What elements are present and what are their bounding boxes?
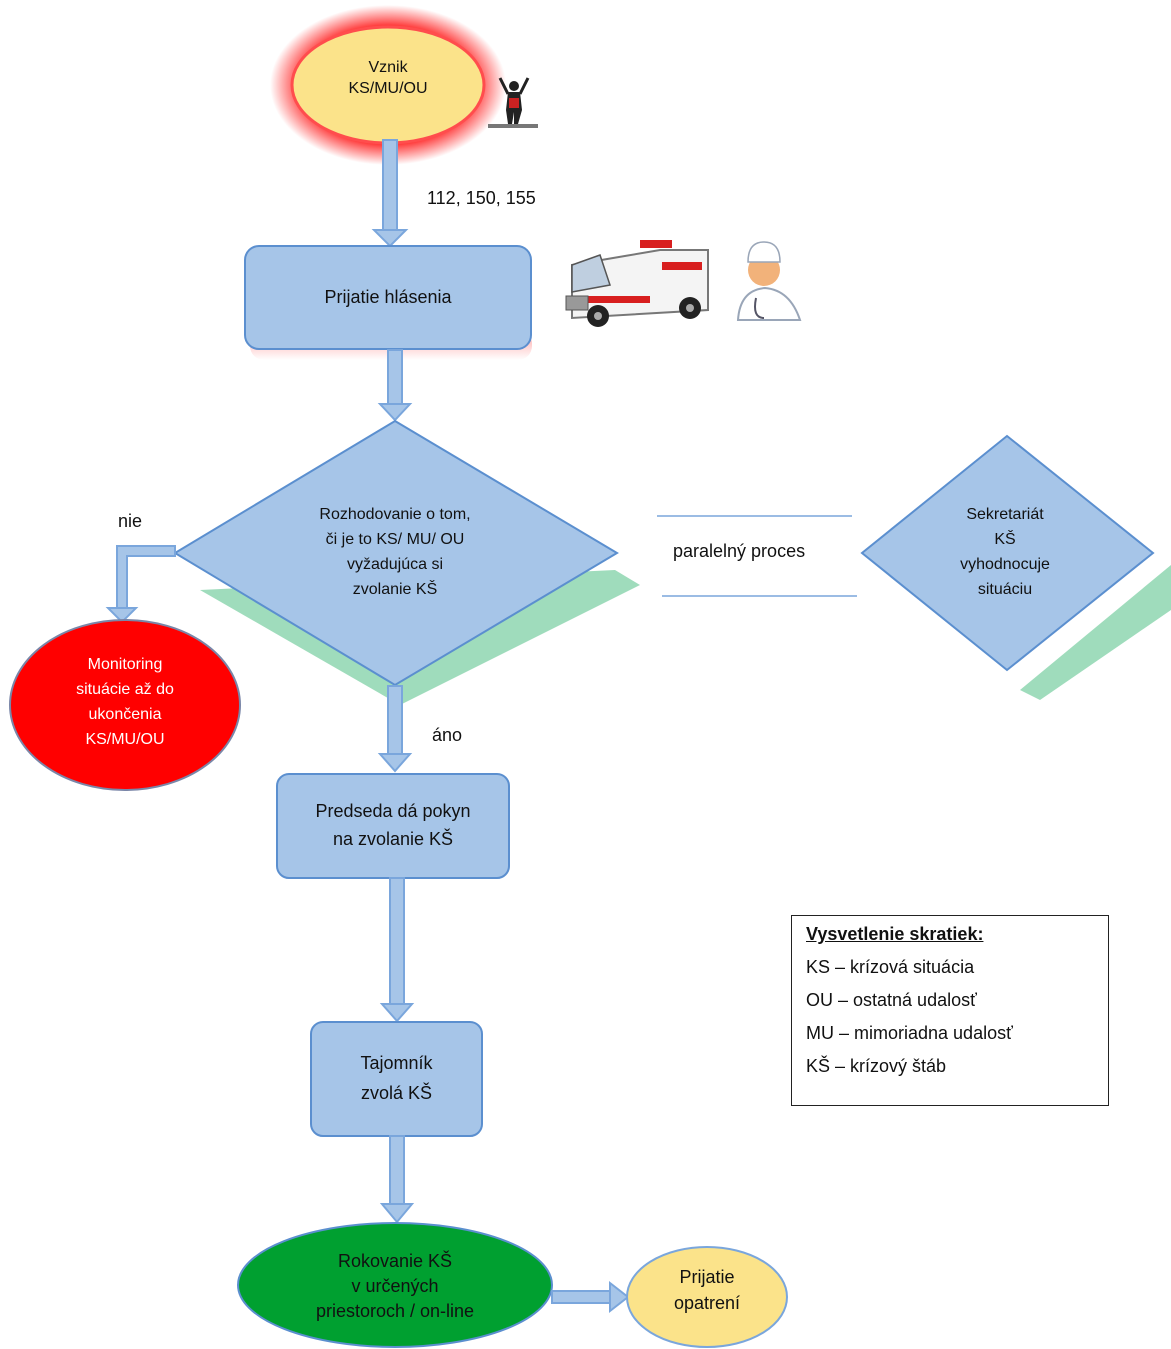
doctor-icon [736,241,802,321]
legend-title: Vysvetlenie skratiek: [806,924,984,944]
arrow-decision-to-monitoring [105,545,176,624]
secretariat-label: Sekretariát KŠ vyhodnocuje situáciu [960,506,1050,598]
yes-branch-label: áno [432,725,463,745]
arrow-decision-to-chair [377,685,413,773]
emergency-numbers-label: 112, 150, 155 [427,188,536,208]
meeting-shape [237,1222,553,1348]
chair-order-label: Predseda dá pokyn na zvolanie KŠ [315,801,471,849]
arrow-meeting-to-measures [551,1280,630,1314]
arrow-start-to-receive [371,139,409,248]
person-icon [488,77,538,128]
monitoring-label: Monitoring situácie až do ukončenia KS/M… [76,656,174,748]
abbreviations-legend: Vysvetlenie skratiek: KS – krízová situá… [791,915,1109,1106]
legend-item: MU – mimoriadna udalosť [806,1023,1013,1043]
secretariat-shape [860,434,1155,672]
legend-item: OU – ostatná udalosť [806,990,977,1010]
secretary-label: Tajomník zvolá KŠ [360,1053,433,1103]
legend-item: KS – krízová situácia [806,957,975,977]
ambulance-icon [565,240,709,327]
meeting-label: Rokovanie KŠ v určených priestoroch / on… [315,1251,475,1321]
monitoring-shape [9,619,241,791]
arrow-chair-to-secretary [379,877,415,1023]
measures-label: Prijatie opatrení [673,1267,741,1313]
start-node-label: Vznik KS/MU/OU [348,59,428,97]
arrow-receive-to-decision [377,349,413,422]
secretariat-shadow [1020,565,1171,700]
measures-shape [626,1246,788,1348]
arrow-secretary-to-meeting [379,1135,415,1224]
decision-label: Rozhodovanie o tom, či je to KS/ MU/ OU … [319,506,471,598]
legend-item: KŠ – krízový štáb [806,1056,947,1076]
receive-box-label: Prijatie hlásenia [324,287,452,307]
parallel-process-label: paralelný proces [673,541,806,561]
no-branch-label: nie [118,511,143,531]
